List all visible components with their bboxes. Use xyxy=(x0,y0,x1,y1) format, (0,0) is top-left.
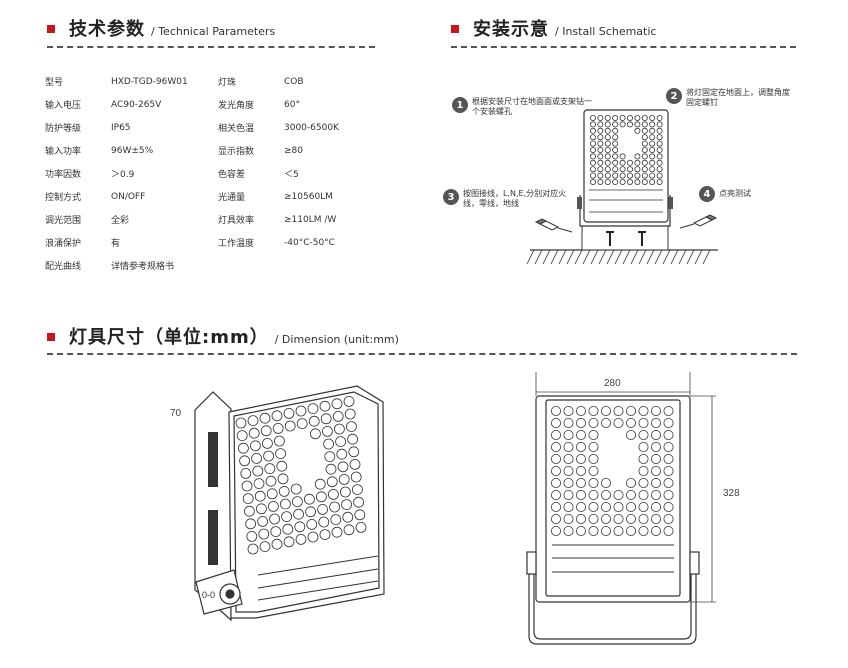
param-label: 配光曲线 xyxy=(45,262,82,272)
param-value: ＜5 xyxy=(284,170,299,180)
param-value: ON/OFF xyxy=(111,191,146,202)
section-title-en: / Install Schematic xyxy=(555,25,657,38)
step-text: 点亮测试 xyxy=(719,189,751,198)
install-step-3: 3 按图接线，L,N,E,分别对应火线，零线，地线 xyxy=(443,189,573,209)
param-value: 全彩 xyxy=(111,216,130,226)
param-label: 光通量 xyxy=(218,193,246,203)
param-value: 3000-6500K xyxy=(284,122,339,133)
params-row: 控制方式 ON/OFF 光通量 ≥10560LM xyxy=(45,185,404,208)
step-number-badge: 2 xyxy=(666,88,682,104)
params-row: 功率因数 ＞0.9 色容差 ＜5 xyxy=(45,162,404,185)
param-label: 型号 xyxy=(45,78,64,88)
param-label: 浪涌保护 xyxy=(45,239,82,249)
params-table: 型号 HXD-TGD-96W01 灯珠 COB 输入电压 AC90-265V 发光角度 60°… xyxy=(45,70,404,277)
section-title-dimension: 灯具尺寸（单位:mm） / Dimension (unit:mm) xyxy=(47,323,399,349)
params-row: 输入电压 AC90-265V 发光角度 60° xyxy=(45,93,404,116)
section-title-tech: 技术参数 / Technical Parameters xyxy=(47,15,275,41)
param-label: 工作温度 xyxy=(218,239,255,249)
param-value: ≥80 xyxy=(284,145,303,156)
param-value: ≥10560LM xyxy=(284,191,333,202)
step-text: 按图接线，L,N,E,分别对应火线，零线，地线 xyxy=(463,189,567,208)
param-value: IP65 xyxy=(111,122,131,133)
param-value: ≥110LM /W xyxy=(284,214,337,225)
install-step-2: 2 将灯固定在地面上，调整角度固定螺钉 xyxy=(666,88,796,108)
section-title-cn: 安装示意 xyxy=(473,19,549,40)
section-bullet xyxy=(47,25,55,33)
install-step-1: 1 根据安装尺寸在地面面或支架钻一个安装螺孔 xyxy=(452,97,592,117)
led-dot-grid-perspective xyxy=(235,395,367,555)
svg-text:0-0: 0-0 xyxy=(202,590,215,600)
param-label: 输入功率 xyxy=(45,147,82,157)
step-text: 将灯固定在地面上，调整角度固定螺钉 xyxy=(686,88,790,107)
param-value: ＞0.9 xyxy=(111,170,135,180)
section-title-install: 安装示意 / Install Schematic xyxy=(451,15,656,41)
depth-dimension-label: 70 xyxy=(170,408,182,419)
param-label: 输入电压 xyxy=(45,101,82,111)
section-bullet xyxy=(451,25,459,33)
param-label: 防护等级 xyxy=(45,124,82,134)
param-label: 发光角度 xyxy=(218,101,255,111)
params-row: 调光范围 全彩 灯具效率 ≥110LM /W xyxy=(45,208,404,231)
param-value: 详情参考规格书 xyxy=(111,262,175,272)
param-label: 色容差 xyxy=(218,170,246,180)
section-divider xyxy=(47,353,797,355)
param-value: 96W±5% xyxy=(111,145,154,156)
width-dimension-label: 280 xyxy=(604,378,621,389)
section-bullet xyxy=(47,333,55,341)
param-label: 显示指数 xyxy=(218,147,255,157)
led-dot-grid-front xyxy=(551,405,674,537)
param-value: -40°C-50°C xyxy=(284,237,335,248)
step-number-badge: 4 xyxy=(699,186,715,202)
section-title-cn: 灯具尺寸（单位:mm） xyxy=(69,327,269,348)
step-number-badge: 3 xyxy=(443,189,459,205)
param-value: AC90-265V xyxy=(111,99,162,110)
screwdriver-right-icon xyxy=(679,214,718,229)
params-row: 防护等级 IP65 相关色温 3000-6500K xyxy=(45,116,404,139)
section-title-cn: 技术参数 xyxy=(69,19,145,40)
param-label: 控制方式 xyxy=(45,193,82,203)
height-dimension-label: 328 xyxy=(723,488,740,499)
param-label xyxy=(218,254,284,277)
screwdriver-left-icon xyxy=(534,218,573,233)
step-text: 根据安装尺寸在地面面或支架钻一个安装螺孔 xyxy=(472,97,592,116)
param-value: COB xyxy=(284,76,304,87)
param-value: 有 xyxy=(111,239,121,249)
params-row: 浪涌保护 有 工作温度 -40°C-50°C xyxy=(45,231,404,254)
led-dot-grid-small xyxy=(590,115,663,185)
param-label: 灯具效率 xyxy=(218,216,255,226)
param-label: 调光范围 xyxy=(45,216,82,226)
params-row: 配光曲线 详情参考规格书 xyxy=(45,254,404,277)
params-row: 输入功率 96W±5% 显示指数 ≥80 xyxy=(45,139,404,162)
section-title-en: / Dimension (unit:mm) xyxy=(274,333,399,346)
section-divider xyxy=(451,46,796,48)
section-divider xyxy=(47,46,375,48)
param-value xyxy=(284,254,404,277)
param-value: HXD-TGD-96W01 xyxy=(111,76,188,87)
params-row: 型号 HXD-TGD-96W01 灯珠 COB xyxy=(45,70,404,93)
param-label: 灯珠 xyxy=(218,78,237,88)
section-title-en: / Technical Parameters xyxy=(151,25,276,38)
param-label: 功率因数 xyxy=(45,170,82,180)
install-step-4: 4 点亮测试 xyxy=(699,186,789,202)
param-value: 60° xyxy=(284,99,300,110)
param-label: 相关色温 xyxy=(218,124,255,134)
ground-hatch xyxy=(526,249,711,265)
step-number-badge: 1 xyxy=(452,97,468,113)
